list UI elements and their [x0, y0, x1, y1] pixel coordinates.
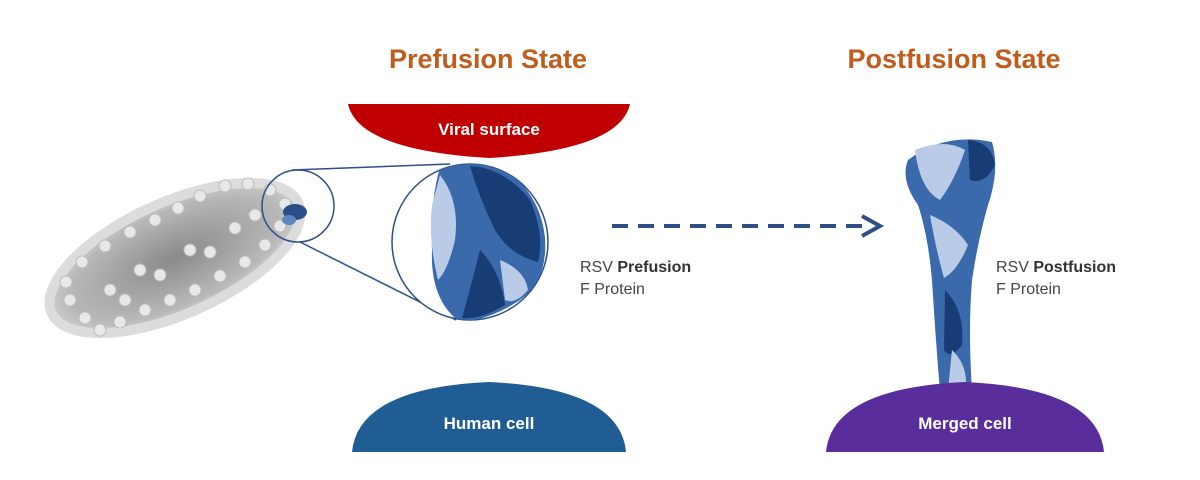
human-cell-label: Human cell [443, 414, 535, 433]
human-cell-shape [352, 382, 626, 452]
prefusion-label-line2: F Protein [580, 281, 645, 298]
postfusion-label-prefix: RSV [996, 259, 1029, 276]
prefusion-label-bold: Prefusion [617, 259, 692, 276]
merged-cell-shape [826, 382, 1104, 452]
prefusion-label-prefix: RSV [580, 259, 613, 276]
postfusion-protein-label: RSV Postfusion F Protein [996, 257, 1116, 301]
rsv-virus-particle [44, 177, 307, 339]
merged-cell-label: Merged cell [918, 414, 1012, 433]
viral-surface-label: Viral surface [438, 120, 540, 139]
viral-surface-shape [348, 104, 630, 158]
prefusion-title: Prefusion State [388, 44, 588, 74]
transition-arrow [612, 214, 885, 238]
prefusion-protein-label: RSV Prefusion F Protein [580, 257, 691, 301]
postfusion-title: Postfusion State [847, 44, 1061, 74]
postfusion-label-bold: Postfusion [1033, 259, 1117, 276]
postfusion-label-line2: F Protein [996, 281, 1061, 298]
postfusion-f-protein-model [905, 139, 996, 392]
prefusion-f-protein-model [430, 164, 546, 320]
